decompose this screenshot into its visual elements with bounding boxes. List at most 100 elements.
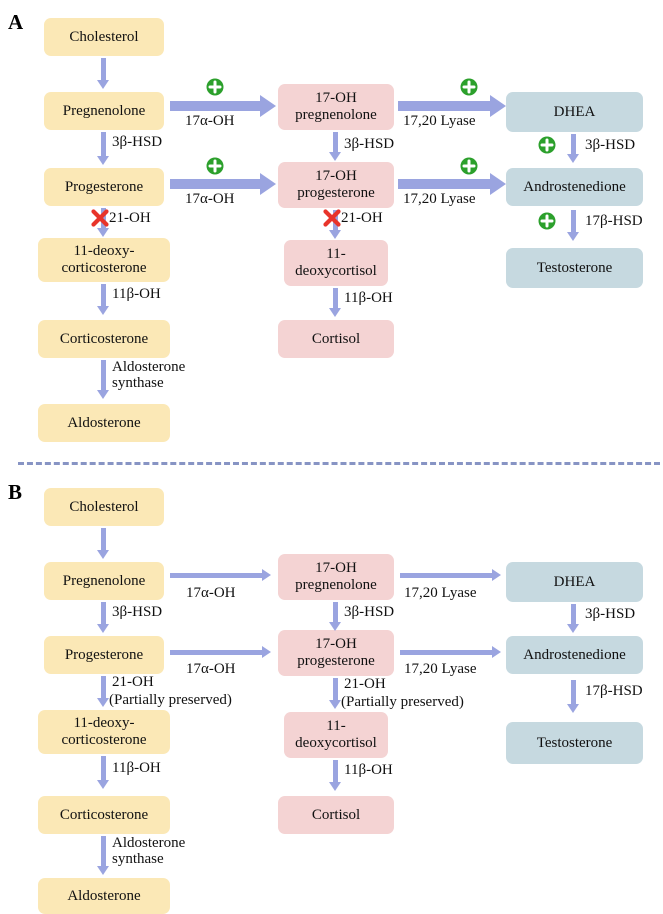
node-testosterone-a: Testosterone <box>506 248 643 288</box>
enzyme-label-3b-hsd-a1: 3β-HSD <box>112 134 163 150</box>
arrow-androstenedione-to-testosterone-a <box>571 210 576 234</box>
arrowhead-dhea-to-androstenedione-a <box>567 154 579 163</box>
arrow-17ohpreg-to-17ohprog-a <box>333 132 338 154</box>
arrow-doc-to-corticosterone-b <box>101 756 106 782</box>
arrow-doc-to-corticosterone-a <box>101 284 106 308</box>
node-17oh-pregnenolone-b: 17-OH pregnenolone <box>278 554 394 600</box>
arrow-progesterone-to-17ohprog-a <box>170 179 262 189</box>
enzyme-label-21oh-a2: 21-OH <box>341 210 383 226</box>
arrow-17ohpreg-to-17ohprog-b <box>333 602 338 624</box>
arrowhead-cholesterol-to-pregnenolone-b <box>97 550 109 559</box>
arrow-progesterone-to-17ohprog-b <box>170 650 264 655</box>
plus-circle-icon-a3 <box>206 157 224 175</box>
arrow-pregnenolone-to-17ohpreg-a <box>170 101 262 111</box>
arrowhead-cholesterol-to-pregnenolone-a <box>97 80 109 89</box>
arrowhead-androstenedione-to-testosterone-b <box>567 704 579 713</box>
arrow-17ohpreg-to-dhea-a <box>398 101 492 111</box>
arrow-pregnenolone-to-progesterone-b <box>101 602 106 626</box>
enzyme-label-11b-oh-a2: 11β-OH <box>344 290 393 306</box>
arrowhead-progesterone-to-doc-b <box>97 698 109 707</box>
arrowhead-doc-to-corticosterone-b <box>97 780 109 789</box>
enzyme-label-17a-oh-b2: 17α-OH <box>186 661 236 677</box>
arrow-dhea-to-androstenedione-a <box>571 134 576 156</box>
arrowhead-corticosterone-to-aldosterone-b <box>97 866 109 875</box>
enzyme-label-1720-lyase-a2: 17,20 Lyase <box>403 191 476 207</box>
enzyme-note-21oh-b1: (Partially preserved) <box>109 692 232 708</box>
enzyme-label-3b-hsd-b2: 3β-HSD <box>344 604 395 620</box>
plus-circle-icon-a2 <box>460 78 478 96</box>
enzyme-label-3b-hsd-b1: 3β-HSD <box>112 604 163 620</box>
arrow-progesterone-to-doc-b <box>101 676 106 700</box>
node-cholesterol-a: Cholesterol <box>44 18 164 56</box>
node-progesterone-a: Progesterone <box>44 168 164 206</box>
panel-divider <box>18 462 660 465</box>
enzyme-note-21oh-b2: (Partially preserved) <box>341 694 464 710</box>
arrow-17ohprog-to-androstenedione-a <box>398 179 492 189</box>
arrowhead-pregnenolone-to-17ohpreg-b <box>262 569 271 581</box>
arrow-dhea-to-androstenedione-b <box>571 604 576 626</box>
node-androstenedione-b: Androstenedione <box>506 636 643 674</box>
panel-b-label: B <box>8 480 23 504</box>
node-dhea-b: DHEA <box>506 562 643 602</box>
node-dhea-a: DHEA <box>506 92 643 132</box>
node-11-deoxycortisol-b: 11- deoxycortisol <box>284 712 388 758</box>
arrow-17ohpreg-to-dhea-b <box>400 573 494 578</box>
panel-a-label: A <box>8 10 24 34</box>
arrowhead-17ohprog-to-deoxycortisol-b <box>329 700 341 709</box>
red-x-icon-21oh-a2 <box>323 209 341 227</box>
plus-circle-icon-a5 <box>538 136 556 154</box>
enzyme-label-1720-lyase-b2: 17,20 Lyase <box>404 661 477 677</box>
arrow-17ohprog-to-androstenedione-b <box>400 650 494 655</box>
red-x-icon-21oh-a1 <box>91 209 109 227</box>
enzyme-label-1720-lyase-a1: 17,20 Lyase <box>403 113 476 129</box>
arrowhead-17ohprog-to-deoxycortisol-a <box>329 230 341 239</box>
enzyme-label-21oh-b2: 21-OH <box>344 676 386 692</box>
node-17oh-pregnenolone-a: 17-OH pregnenolone <box>278 84 394 130</box>
enzyme-label-11b-oh-b1: 11β-OH <box>112 760 161 776</box>
enzyme-label-1720-lyase-b1: 17,20 Lyase <box>404 585 477 601</box>
arrowhead-dhea-to-androstenedione-b <box>567 624 579 633</box>
arrow-pregnenolone-to-17ohpreg-b <box>170 573 264 578</box>
arrowhead-17ohprog-to-androstenedione-a <box>490 173 506 195</box>
enzyme-label-11b-oh-b2: 11β-OH <box>344 762 393 778</box>
arrow-cholesterol-to-pregnenolone-a <box>101 58 106 82</box>
node-17oh-progesterone-b: 17-OH progesterone <box>278 630 394 676</box>
enzyme-label-21oh-a1: 21-OH <box>109 210 151 226</box>
arrow-corticosterone-to-aldosterone-b <box>101 836 106 868</box>
arrowhead-corticosterone-to-aldosterone-a <box>97 390 109 399</box>
node-cholesterol-b: Cholesterol <box>44 488 164 526</box>
node-androstenedione-a: Androstenedione <box>506 168 643 206</box>
arrow-cholesterol-to-pregnenolone-b <box>101 528 106 552</box>
enzyme-label-3b-hsd-a2: 3β-HSD <box>344 136 395 152</box>
arrow-pregnenolone-to-progesterone-a <box>101 132 106 158</box>
node-pregnenolone-a: Pregnenolone <box>44 92 164 130</box>
enzyme-label-17a-oh-b1: 17α-OH <box>186 585 236 601</box>
node-aldosterone-a: Aldosterone <box>38 404 170 442</box>
arrowhead-17ohpreg-to-dhea-b <box>492 569 501 581</box>
node-testosterone-b: Testosterone <box>506 722 643 764</box>
enzyme-label-21oh-b1: 21-OH <box>112 674 154 690</box>
arrowhead-17ohpreg-to-17ohprog-a <box>329 152 341 161</box>
arrow-corticosterone-to-aldosterone-a <box>101 360 106 392</box>
node-11-deoxycortisol-a: 11- deoxycortisol <box>284 240 388 286</box>
arrowhead-pregnenolone-to-progesterone-b <box>97 624 109 633</box>
enzyme-label-aldosterone-synthase-a: Aldosterone synthase <box>112 359 186 392</box>
arrowhead-17ohprog-to-androstenedione-b <box>492 646 501 658</box>
node-progesterone-b: Progesterone <box>44 636 164 674</box>
enzyme-label-17b-hsd-b: 17β-HSD <box>585 683 643 699</box>
enzyme-label-17a-oh-a1: 17α-OH <box>185 113 235 129</box>
enzyme-label-aldosterone-synthase-b: Aldosterone synthase <box>112 835 186 868</box>
arrowhead-deoxycortisol-to-cortisol-b <box>329 782 341 791</box>
node-aldosterone-b: Aldosterone <box>38 878 170 914</box>
arrow-androstenedione-to-testosterone-b <box>571 680 576 706</box>
node-corticosterone-b: Corticosterone <box>38 796 170 834</box>
arrow-17ohprog-to-deoxycortisol-b <box>333 678 338 702</box>
arrowhead-androstenedione-to-testosterone-a <box>567 232 579 241</box>
arrowhead-doc-to-corticosterone-a <box>97 306 109 315</box>
arrowhead-pregnenolone-to-17ohpreg-a <box>260 95 276 117</box>
arrowhead-progesterone-to-17ohprog-a <box>260 173 276 195</box>
node-17oh-progesterone-a: 17-OH progesterone <box>278 162 394 208</box>
enzyme-label-3b-hsd-a3: 3β-HSD <box>585 137 636 153</box>
arrowhead-progesterone-to-17ohprog-b <box>262 646 271 658</box>
enzyme-label-17a-oh-a2: 17α-OH <box>185 191 235 207</box>
